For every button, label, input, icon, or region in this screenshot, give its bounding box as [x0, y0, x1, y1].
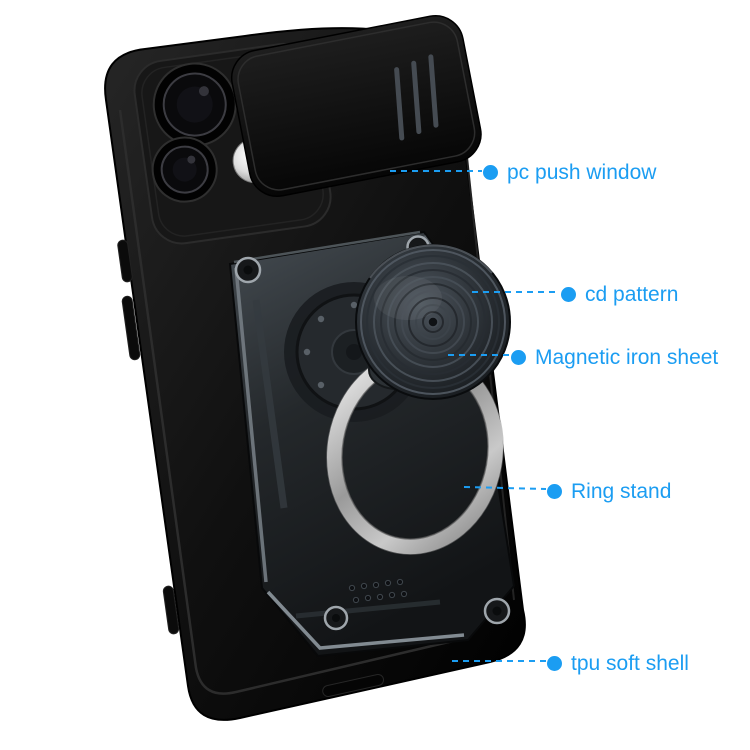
- callout-lines: [390, 170, 560, 662]
- callout-cd-pattern: cd pattern: [561, 284, 678, 305]
- grip-slits-icon: [394, 54, 439, 141]
- side-buttons: [117, 239, 180, 635]
- callout-label: tpu soft shell: [571, 652, 689, 675]
- callout-label: cd pattern: [585, 283, 679, 306]
- cd-pattern-disc: [355, 244, 511, 400]
- callout-ring-stand: Ring stand: [547, 481, 671, 502]
- callout-dot-icon: [547, 656, 562, 671]
- callout-magnetic-iron-sheet: Magnetic iron sheet: [511, 347, 718, 368]
- plate-dot-texture: [348, 578, 408, 604]
- camera-lens-main: [152, 62, 237, 147]
- leader-ring-stand: [463, 486, 547, 490]
- callout-tpu-soft-shell: tpu soft shell: [547, 653, 689, 674]
- callout-label: pc push window: [507, 161, 657, 184]
- callout-dot-icon: [547, 484, 562, 499]
- callout-dot-icon: [511, 350, 526, 365]
- callout-label: Magnetic iron sheet: [535, 346, 719, 369]
- callout-label: Ring stand: [571, 480, 672, 503]
- callout-dot-icon: [561, 287, 576, 302]
- callout-pc-push-window: pc push window: [483, 162, 656, 183]
- camera-lens-secondary: [151, 136, 218, 203]
- plate-corner-screws: [234, 235, 511, 631]
- callout-dot-icon: [483, 165, 498, 180]
- push-window-cover: [230, 15, 482, 197]
